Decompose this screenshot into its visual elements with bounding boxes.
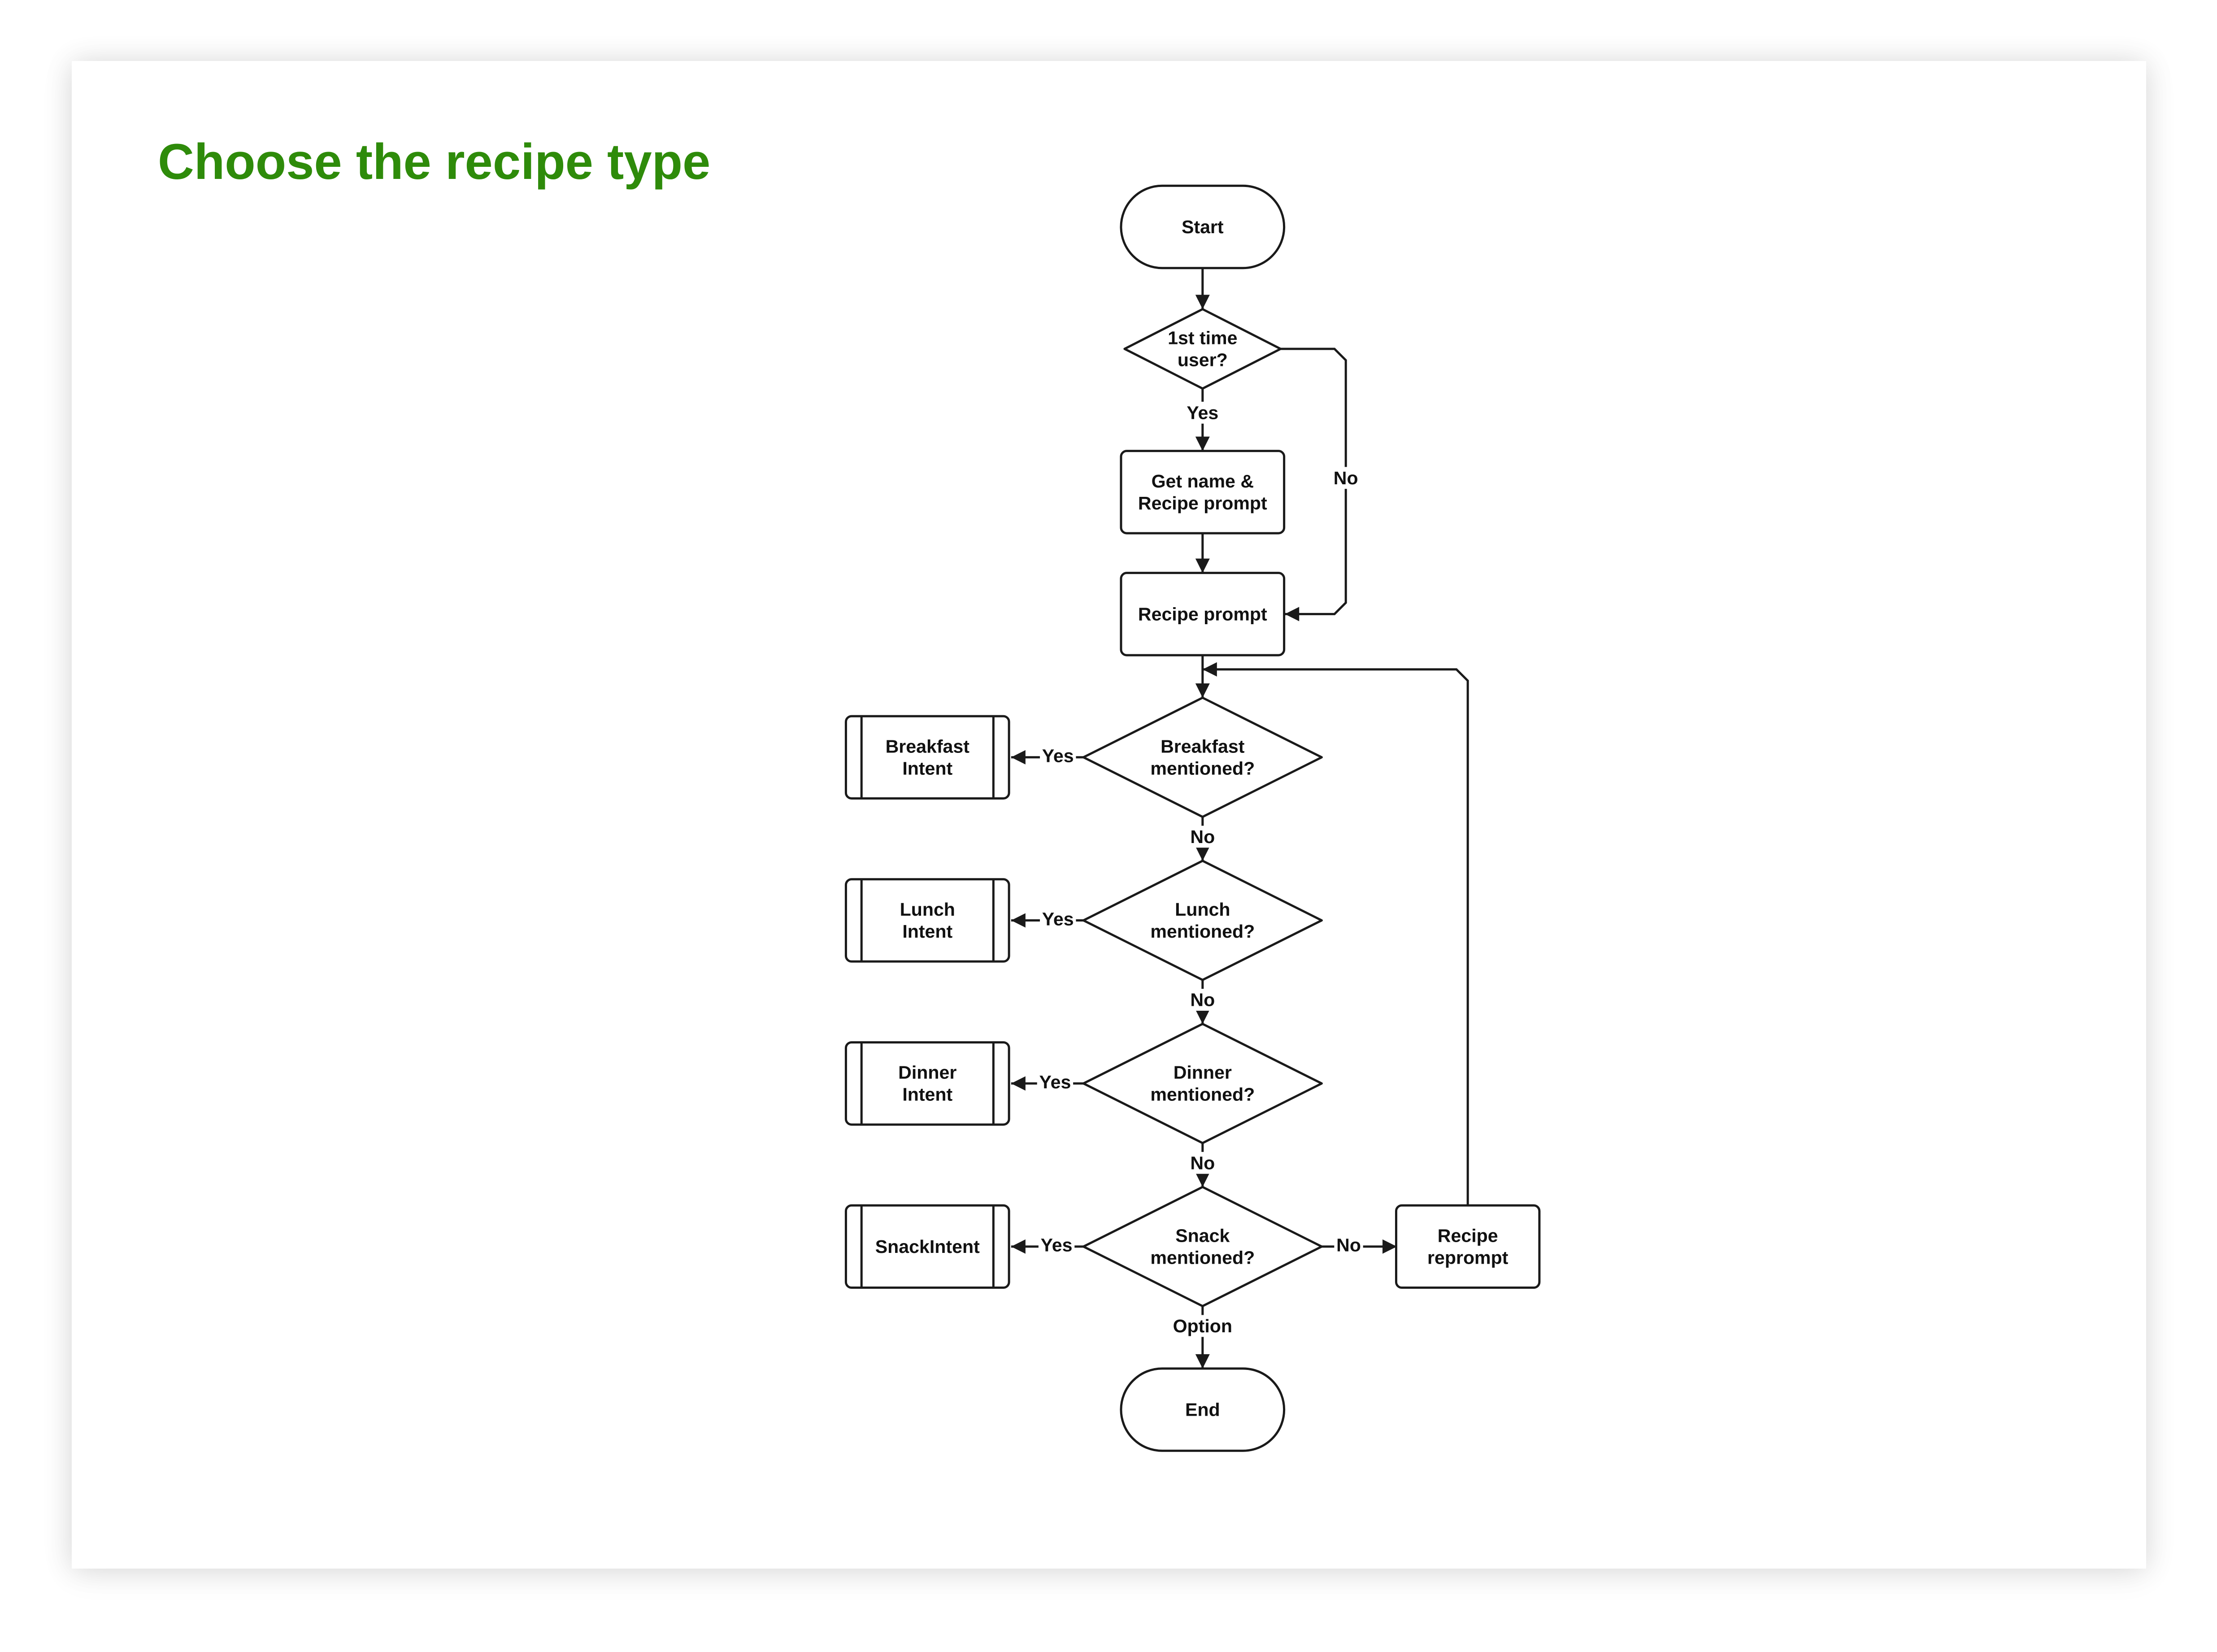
- node-label: Intent: [902, 1084, 952, 1105]
- node-label: Snack: [1175, 1225, 1230, 1246]
- node-label: Lunch: [1175, 899, 1230, 920]
- node-label: Recipe prompt: [1138, 493, 1267, 513]
- node-label: End: [1185, 1400, 1220, 1420]
- edge-label-no: No: [1188, 1152, 1217, 1174]
- page-title: Choose the recipe type: [158, 134, 711, 190]
- node-label: Start: [1182, 217, 1224, 237]
- edge-label-text: Yes: [1041, 1235, 1073, 1256]
- edge-label-background: [1170, 1315, 1235, 1337]
- terminator-shape: [1120, 1367, 1286, 1452]
- node-get-name: Get name &Recipe prompt: [1120, 450, 1286, 535]
- edge-label-no: No: [1331, 467, 1361, 489]
- edge-label-background: [1037, 1071, 1074, 1093]
- node-label: user?: [1178, 349, 1228, 370]
- edge-label-background: [1331, 467, 1361, 489]
- edge-label-background: [1334, 1234, 1363, 1256]
- node-label: Recipe: [1438, 1225, 1498, 1246]
- edge-label-text: Option: [1173, 1316, 1232, 1336]
- node-label: reprompt: [1427, 1247, 1508, 1268]
- edge-label-background: [1040, 745, 1076, 767]
- decision-shape: [1082, 1022, 1323, 1144]
- process-shape: [1120, 450, 1286, 535]
- subprocess-shape: [844, 715, 1010, 800]
- node-label: Intent: [902, 921, 952, 942]
- decision-shape: [1082, 860, 1323, 981]
- decision-shape: [1082, 696, 1323, 818]
- edge-label-background: [1038, 1234, 1075, 1256]
- edge-label-background: [1040, 908, 1076, 930]
- edge-label-text: Yes: [1187, 402, 1218, 423]
- node-label: mentioned?: [1150, 1084, 1255, 1105]
- edge-label-text: Yes: [1042, 746, 1074, 766]
- edge-label-text: No: [1334, 468, 1358, 488]
- edge-label-background: [1184, 401, 1221, 424]
- edge-reprompt-to-breakfast-q: [1202, 662, 1469, 1206]
- node-label: Breakfast: [1161, 736, 1245, 756]
- edge-label-text: No: [1336, 1235, 1361, 1256]
- edge-label-text: No: [1190, 826, 1215, 847]
- node-label: Breakfast: [886, 736, 970, 756]
- edge-label-background: [1188, 826, 1217, 848]
- edge-label-no: No: [1188, 989, 1217, 1011]
- edges-layer: [1011, 268, 1469, 1369]
- process-shape: [1120, 572, 1286, 656]
- subprocess-shape: [844, 1204, 1010, 1289]
- node-start: Start: [1120, 184, 1286, 270]
- node-label: Get name &: [1152, 471, 1254, 491]
- edge-line: [1202, 662, 1469, 1206]
- decision-shape: [1082, 1186, 1323, 1308]
- terminator-shape: [1120, 184, 1286, 270]
- edge-label-yes: Yes: [1038, 1234, 1075, 1256]
- subprocess-shape: [844, 878, 1010, 963]
- diagram-card: [72, 61, 2146, 1569]
- node-label: mentioned?: [1150, 758, 1255, 778]
- edge-label-option: Option: [1170, 1315, 1235, 1337]
- node-label: mentioned?: [1150, 921, 1255, 942]
- node-recipe-prompt: Recipe prompt: [1120, 572, 1286, 656]
- node-label: SnackIntent: [875, 1236, 980, 1257]
- node-label: Dinner: [898, 1062, 956, 1083]
- node-snack-intent: SnackIntent: [844, 1204, 1010, 1289]
- edge-label-background: [1188, 989, 1217, 1011]
- edge-label-text: No: [1190, 1152, 1215, 1173]
- edge-label-yes: Yes: [1040, 908, 1076, 930]
- node-label: Lunch: [900, 899, 955, 920]
- edge-label-text: Yes: [1039, 1072, 1071, 1092]
- process-shape: [1395, 1204, 1541, 1289]
- edge-label-no: No: [1334, 1234, 1363, 1256]
- node-label: 1st time: [1168, 327, 1237, 348]
- edge-label-text: No: [1190, 990, 1215, 1010]
- node-label: Dinner: [1174, 1062, 1232, 1083]
- edge-label-no: No: [1188, 826, 1217, 848]
- node-label: mentioned?: [1150, 1247, 1255, 1268]
- node-label: Recipe prompt: [1138, 604, 1267, 624]
- node-label: Intent: [902, 758, 952, 778]
- edge-label-background: [1188, 1152, 1217, 1174]
- edge-label-yes: Yes: [1037, 1071, 1074, 1093]
- node-end: End: [1120, 1367, 1286, 1452]
- edge-label-yes: Yes: [1040, 745, 1076, 767]
- subprocess-shape: [844, 1041, 1010, 1126]
- edge-label-yes: Yes: [1184, 401, 1221, 424]
- decision-shape: [1123, 308, 1282, 390]
- edge-label-text: Yes: [1042, 909, 1074, 929]
